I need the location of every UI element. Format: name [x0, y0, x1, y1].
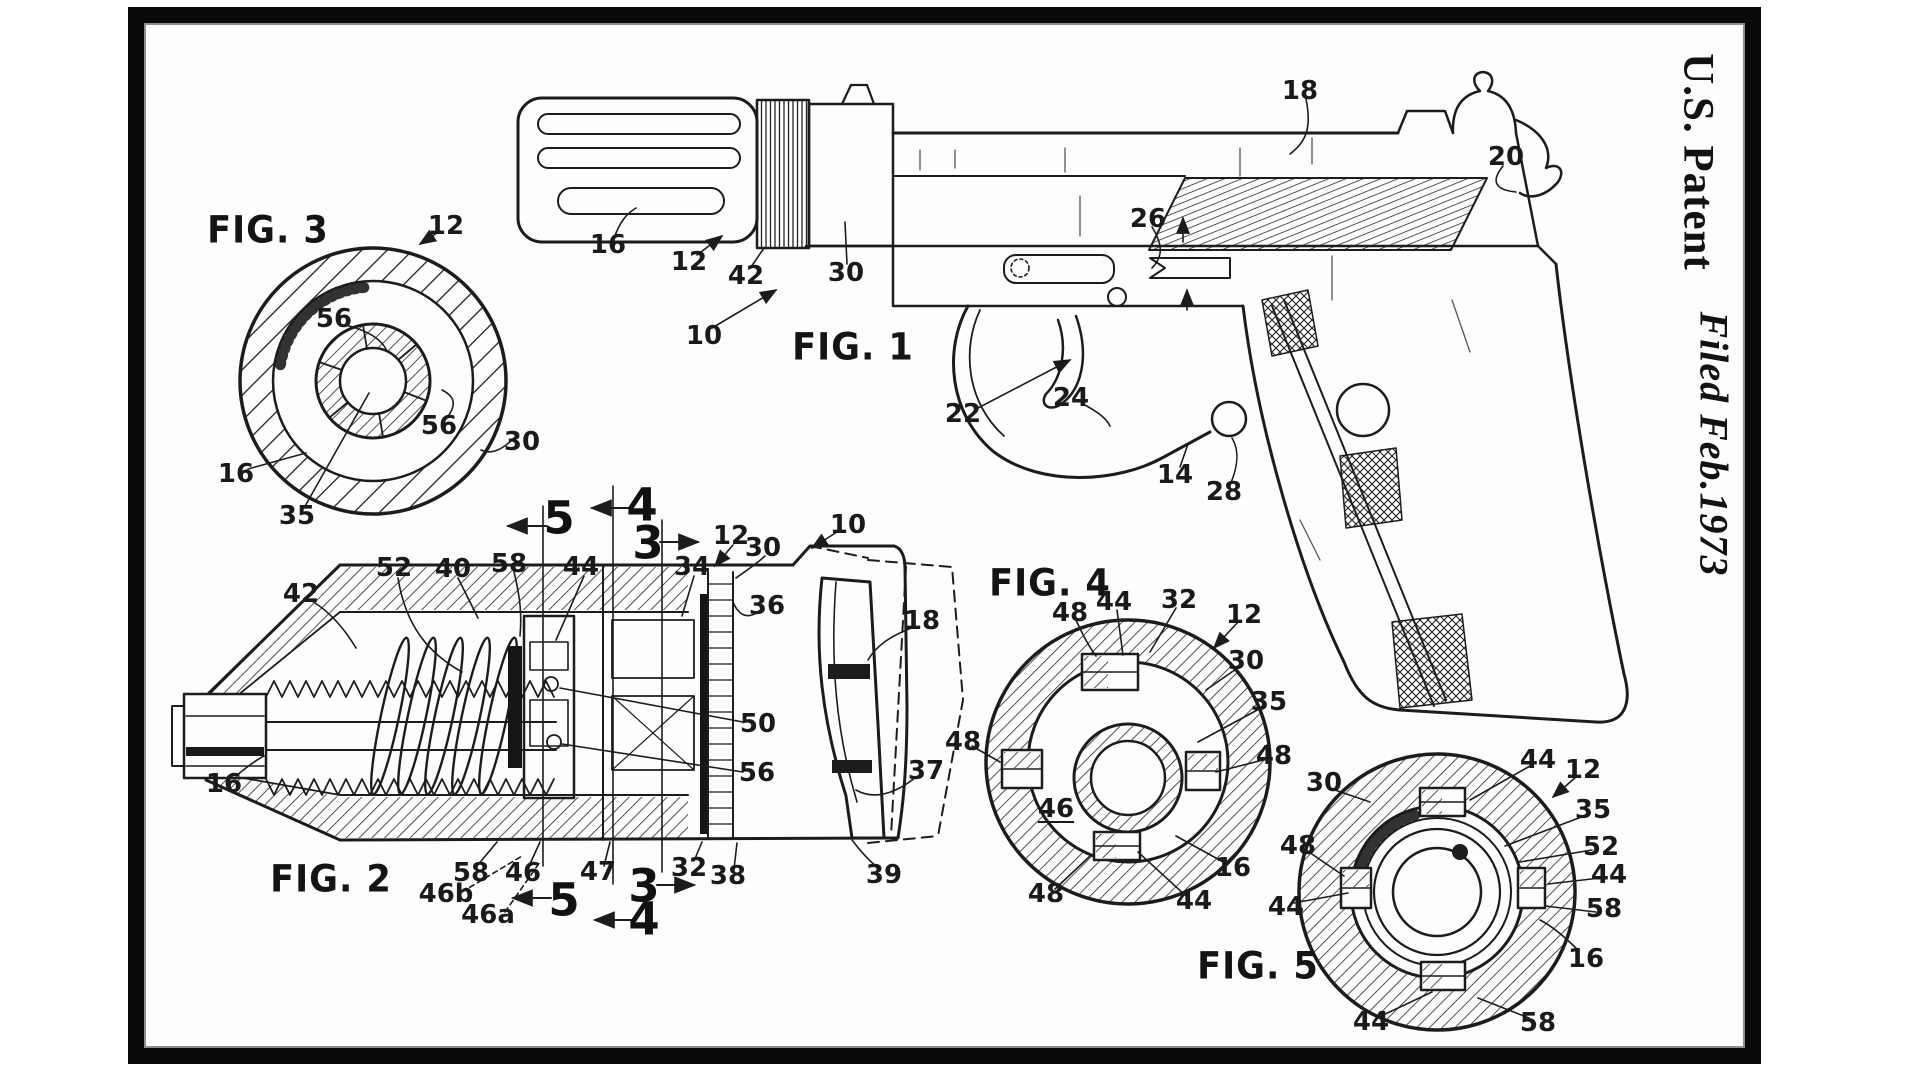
ref-numeral-fig-2-58: 58: [490, 549, 528, 579]
figure-title-fig-1: FIG. 1: [792, 325, 914, 369]
ref-numeral-fig-1-30: 30: [827, 258, 865, 288]
ref-numeral-fig-2-36: 36: [748, 591, 786, 621]
ref-numeral-fig-2-32: 32: [670, 853, 708, 883]
ref-numeral-fig-2-47: 47: [579, 857, 617, 887]
ref-numeral-fig-1-26: 26: [1129, 204, 1167, 234]
ref-numeral-fig-5-16: 16: [1567, 944, 1605, 974]
ref-numeral-fig-3-12: 12: [427, 211, 465, 241]
ref-numeral-fig-5-44: 44: [1519, 745, 1557, 775]
ref-numeral-fig-5-12: 12: [1564, 755, 1602, 785]
fig2-drawing: [171, 485, 964, 929]
fig3-drawing: [238, 229, 515, 516]
ref-numeral-fig-2-46: 46: [504, 858, 542, 888]
section-marker-3: 3: [632, 516, 664, 570]
ref-numeral-fig-4-48: 48: [1027, 879, 1065, 909]
ref-numeral-fig-4-48: 48: [1051, 598, 1089, 628]
fig5-drawing: [1293, 752, 1601, 1032]
ref-numeral-fig-3-16: 16: [217, 459, 255, 489]
ref-numeral-fig-1-14: 14: [1156, 460, 1194, 490]
ref-numeral-fig-2-38: 38: [709, 861, 747, 891]
ref-numeral-fig-2-10: 10: [829, 510, 867, 540]
ref-numeral-fig-5-48: 48: [1279, 831, 1317, 861]
ref-numeral-fig-4-16: 16: [1214, 853, 1252, 883]
ref-numeral-fig-4-35: 35: [1250, 687, 1288, 717]
ref-numeral-fig-2-39: 39: [865, 860, 903, 890]
ref-numeral-fig-4-12: 12: [1225, 600, 1263, 630]
ref-numeral-fig-5-52: 52: [1582, 832, 1620, 862]
filed-date-label: Filed Feb.1973: [1691, 311, 1737, 577]
figure-title-fig-5: FIG. 5: [1197, 944, 1319, 988]
ref-numeral-fig-2-44: 44: [562, 552, 600, 582]
ref-numeral-fig-1-28: 28: [1205, 477, 1243, 507]
ref-numeral-fig-1-22: 22: [944, 399, 982, 429]
ref-numeral-fig-5-44: 44: [1267, 892, 1305, 922]
ref-numeral-fig-2-58: 58: [452, 858, 490, 888]
ref-numeral-fig-5-58: 58: [1585, 894, 1623, 924]
ref-numeral-fig-1-20: 20: [1487, 142, 1525, 172]
ref-numeral-fig-3-35: 35: [278, 501, 316, 531]
frame-inner-rule: [144, 23, 1745, 1048]
ref-numeral-fig-2-34: 34: [673, 552, 711, 582]
ref-numeral-fig-5-44: 44: [1352, 1007, 1390, 1037]
ref-numeral-fig-1-42: 42: [727, 261, 765, 291]
ref-numeral-fig-4-32: 32: [1160, 585, 1198, 615]
ref-numeral-fig-1-12: 12: [670, 247, 708, 277]
ref-numeral-fig-2-12: 12: [712, 521, 750, 551]
fig4-drawing: [971, 607, 1272, 906]
ref-numeral-fig-3-56: 56: [315, 304, 353, 334]
drawing-frame: [128, 7, 1761, 1064]
ref-numeral-fig-1-18: 18: [1281, 76, 1319, 106]
section-marker-5: 5: [543, 491, 575, 545]
figure-title-fig-3: FIG. 3: [207, 208, 329, 252]
ref-numeral-fig-4-44: 44: [1175, 886, 1213, 916]
figure-title-fig-2: FIG. 2: [270, 857, 392, 901]
section-marker-3: 3: [628, 859, 660, 913]
ref-numeral-fig-2-46a: 46a: [461, 900, 515, 930]
ref-numeral-fig-5-30: 30: [1305, 768, 1343, 798]
ref-numeral-fig-2-30: 30: [744, 533, 782, 563]
patent-header-label: U.S. Patent: [1674, 53, 1722, 271]
ref-numeral-fig-4-30: 30: [1227, 646, 1265, 676]
ref-numeral-fig-2-37: 37: [907, 756, 945, 786]
ref-numeral-fig-2-52: 52: [375, 553, 413, 583]
ref-numeral-fig-2-16: 16: [205, 769, 243, 799]
ref-numeral-fig-4-48: 48: [944, 727, 982, 757]
ref-numeral-fig-2-50: 50: [739, 709, 777, 739]
ref-numeral-fig-5-35: 35: [1574, 795, 1612, 825]
ref-numeral-fig-1-10: 10: [685, 321, 723, 351]
ref-numeral-fig-2-40: 40: [434, 554, 472, 584]
section-marker-5: 5: [548, 873, 580, 927]
section-marker-4: 4: [628, 892, 660, 946]
ref-numeral-fig-5-44: 44: [1590, 860, 1628, 890]
fig1-drawing: [516, 70, 1629, 724]
ref-numeral-fig-2-46b: 46b: [418, 879, 474, 909]
ref-numeral-fig-2-18: 18: [903, 606, 941, 636]
ref-numeral-fig-4-44: 44: [1095, 587, 1133, 617]
figure-title-fig-4: FIG. 4: [989, 561, 1111, 605]
ref-numeral-fig-5-58: 58: [1519, 1008, 1557, 1038]
ref-numeral-fig-4-46: 46: [1037, 794, 1075, 824]
ref-numeral-fig-2-42: 42: [282, 579, 320, 609]
ref-numeral-fig-4-48: 48: [1255, 741, 1293, 771]
ref-numeral-fig-1-16: 16: [589, 230, 627, 260]
ref-numeral-fig-3-56: 56: [420, 411, 458, 441]
section-marker-4: 4: [626, 478, 658, 532]
ref-numeral-fig-3-30: 30: [503, 427, 541, 457]
ref-numeral-fig-1-24: 24: [1052, 383, 1090, 413]
ref-numeral-fig-2-56: 56: [738, 758, 776, 788]
